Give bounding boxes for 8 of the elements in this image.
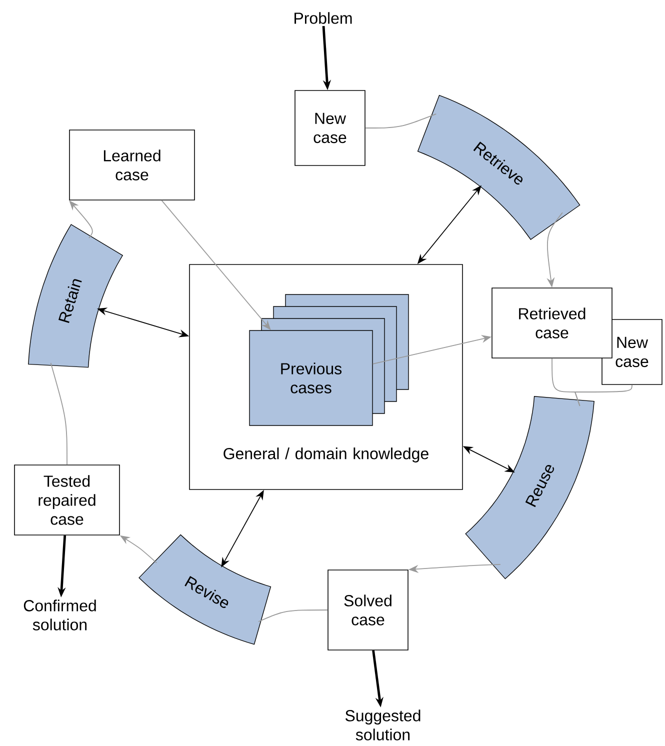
label-text: Problem xyxy=(294,12,352,24)
case-box: Learned case xyxy=(69,130,195,200)
case-box: Tested repaired case xyxy=(14,464,120,536)
label-text: Confirmed solution xyxy=(24,600,96,630)
card-stack: Previous cases xyxy=(249,294,409,426)
case-box: New case xyxy=(294,90,366,166)
label-text: Suggested solution xyxy=(345,710,420,740)
case-box: Solved case xyxy=(328,570,408,650)
